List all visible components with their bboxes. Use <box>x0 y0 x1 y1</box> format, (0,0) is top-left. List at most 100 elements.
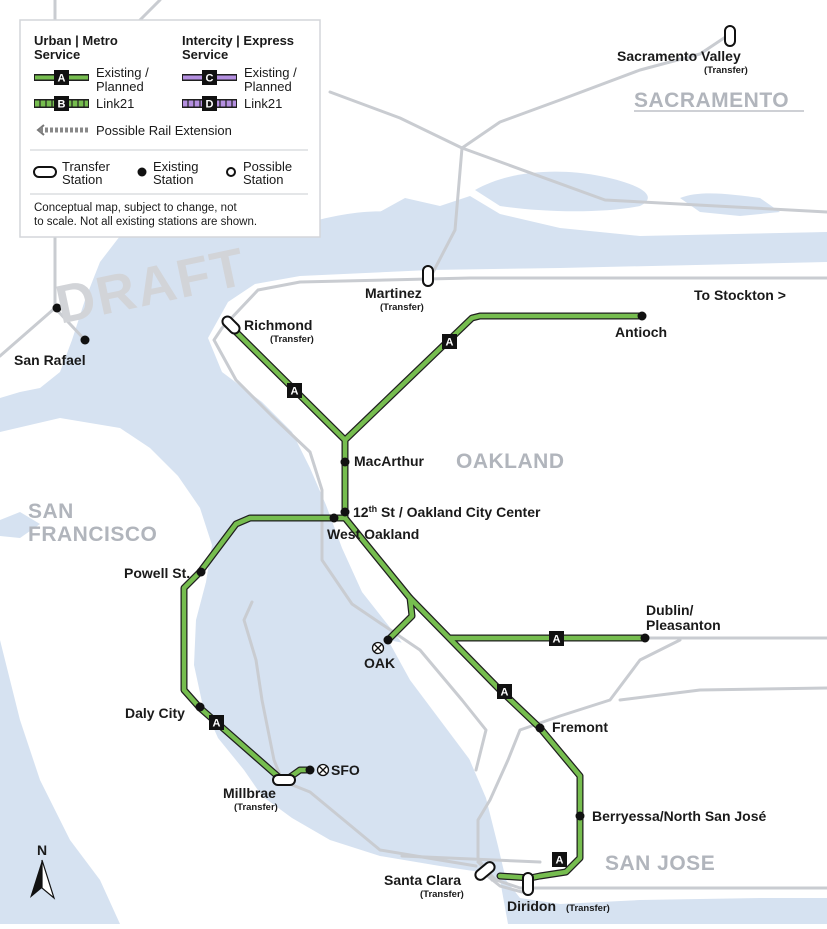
legend-existing-station-icon <box>137 167 147 177</box>
rail-sac-south <box>460 32 732 150</box>
badge-a-fremont: A <box>497 684 512 699</box>
legend-swatch-b: B <box>34 96 89 111</box>
badge-a-richmond: A <box>287 383 302 398</box>
legend-possible-st-2: Station <box>243 172 283 187</box>
legend-possible-st-1: Possible <box>243 159 292 174</box>
station-oak[interactable] <box>383 635 393 645</box>
svg-text:A: A <box>556 855 564 867</box>
label-dublin-1: Dublin/ <box>646 602 694 618</box>
svg-text:A: A <box>291 386 299 398</box>
station-sfo[interactable] <box>305 765 315 775</box>
label-santa-clara-note: (Transfer) <box>420 889 464 900</box>
north-arrow: N <box>30 842 56 900</box>
airport-icon-oak <box>371 641 385 655</box>
svg-text:A: A <box>446 337 454 349</box>
label-daly-city: Daly City <box>125 705 185 721</box>
label-sacramento-valley: Sacramento Valley <box>617 48 741 64</box>
rail-east-spur <box>618 686 827 702</box>
badge-a-daly: A <box>209 715 224 730</box>
station-berryessa[interactable] <box>575 811 585 821</box>
legend-link21: Link21 <box>96 96 134 111</box>
legend-existing-2: Planned <box>96 79 144 94</box>
bay-shore-land <box>388 640 486 760</box>
station-macarthur[interactable] <box>340 457 350 467</box>
label-oak: OAK <box>364 655 395 671</box>
rail-caltrain-south <box>278 778 478 868</box>
label-richmond: Richmond <box>244 317 312 333</box>
city-label-san: SAN <box>28 500 74 523</box>
rail-ace-south <box>476 638 682 882</box>
transfer-station-richmond[interactable] <box>220 314 241 335</box>
rail-smart-west <box>0 306 57 358</box>
label-antioch: Antioch <box>615 324 667 340</box>
delta-water <box>680 193 780 216</box>
rail-sj-cross <box>400 854 542 864</box>
label-sacramento-valley-note: (Transfer) <box>704 65 748 76</box>
station-dublin[interactable] <box>640 633 650 643</box>
station-daly-city[interactable] <box>195 702 205 712</box>
legend-extension: Possible Rail Extension <box>96 123 232 138</box>
legend-extension-arrow-icon <box>36 124 89 136</box>
legend-existing-st-1: Existing <box>153 159 199 174</box>
svg-text:C: C <box>206 73 214 85</box>
stations-layer <box>52 25 736 896</box>
line-a-oak-branch <box>385 595 415 643</box>
station-powell[interactable] <box>196 567 206 577</box>
legend-intercity-heading-1: Intercity | Express <box>182 33 294 48</box>
line-a-antioch-branch <box>342 313 645 443</box>
station-west-oakland[interactable] <box>329 513 339 523</box>
label-fremont: Fremont <box>552 719 608 735</box>
label-martinez-note: (Transfer) <box>380 302 424 313</box>
label-powell: Powell St. <box>124 565 190 581</box>
city-label-oakland: OAKLAND <box>456 450 565 473</box>
label-macarthur: MacArthur <box>354 453 425 469</box>
label-berryessa: Berryessa/North San José <box>592 808 767 824</box>
legend-intercity-heading-2: Service <box>182 47 228 62</box>
rail-nw-spur <box>138 0 162 22</box>
north-arrow-right <box>41 859 56 900</box>
legend-swatch-c: C <box>182 70 237 85</box>
station-san-rafael[interactable] <box>80 335 90 345</box>
svg-text:A: A <box>213 718 221 730</box>
rail-martinez-link <box>428 146 464 280</box>
legend-link21-d: Link21 <box>244 96 282 111</box>
inland-water <box>0 171 780 924</box>
label-martinez: Martinez <box>365 285 422 301</box>
city-labels: SACRAMENTO OAKLAND SAN FRANCISCO SAN JOS… <box>28 89 804 875</box>
label-millbrae: Millbrae <box>223 785 276 801</box>
legend-existing-st-2: Station <box>153 172 193 187</box>
legend-transfer-1: Transfer <box>62 159 111 174</box>
label-dublin-2: Pleasanton <box>646 617 721 633</box>
station-antioch[interactable] <box>637 311 647 321</box>
station-novato[interactable] <box>52 303 62 313</box>
peninsula-land <box>0 418 508 924</box>
svg-text:A: A <box>501 687 509 699</box>
legend-urban-heading-2: Service <box>34 47 80 62</box>
san-pablo-strait <box>310 211 420 236</box>
transfer-station-millbrae[interactable] <box>272 774 296 786</box>
legend-existing-c-1: Existing / <box>244 65 297 80</box>
legend-urban-heading-1: Urban | Metro <box>34 33 118 48</box>
label-millbrae-note: (Transfer) <box>234 802 278 813</box>
city-label-sacramento: SACRAMENTO <box>634 89 789 112</box>
rail-capitol-corridor <box>212 276 827 772</box>
svg-text:D: D <box>206 99 214 111</box>
label-to-stockton: To Stockton > <box>694 287 786 303</box>
legend-note-2: to scale. Not all existing stations are … <box>34 216 257 228</box>
badge-a-antioch: A <box>442 334 457 349</box>
station-fremont[interactable] <box>535 723 545 733</box>
transfer-station-sacramento-valley[interactable] <box>724 25 736 47</box>
rail-caltrain-west <box>242 600 284 782</box>
legend-swatch-d: D <box>182 96 237 111</box>
station-12th-st[interactable] <box>340 507 350 517</box>
transfer-station-diridon[interactable] <box>522 872 534 896</box>
label-santa-clara: Santa Clara <box>384 872 461 888</box>
transfer-station-martinez[interactable] <box>422 265 434 287</box>
ocean-southwest <box>0 640 120 924</box>
transfer-station-santa-clara[interactable] <box>473 860 496 882</box>
legend-note-1: Conceptual map, subject to change, not <box>34 202 237 214</box>
legend-swatch-a: A <box>34 70 89 85</box>
legend-transfer-icon <box>33 166 57 178</box>
